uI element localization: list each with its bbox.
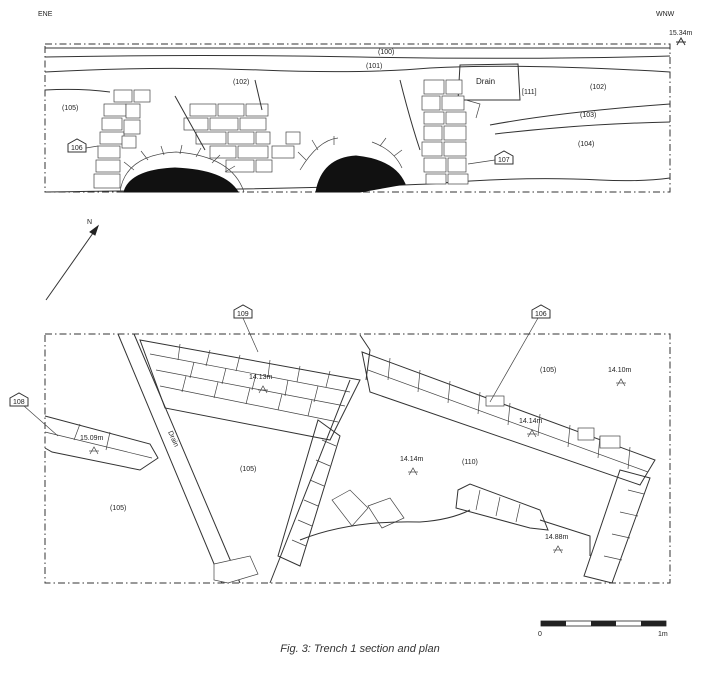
wall-lower <box>455 483 591 556</box>
section-drawing: ENE WNW 15.34m Drain [111] <box>38 11 693 193</box>
layer-102-103 <box>489 103 671 126</box>
scale-start-label: 0 <box>538 631 542 638</box>
plan-cut-line <box>269 379 351 584</box>
wall-face-line <box>174 95 206 151</box>
svg-text:107: 107 <box>498 157 510 164</box>
svg-text:14.88m: 14.88m <box>545 534 569 541</box>
wall-inner <box>277 419 341 567</box>
section-datum-label: 15.34m <box>669 30 693 37</box>
context-103-label: (103) <box>580 112 596 119</box>
plan-context-110: (110) <box>462 459 478 466</box>
datum-marker-icon <box>676 36 686 46</box>
svg-text:106: 106 <box>71 145 83 152</box>
plan-frame <box>44 333 671 584</box>
figure-caption: Fig. 3: Trench 1 section and plan <box>280 643 440 655</box>
svg-text:14.14m: 14.14m <box>400 456 424 463</box>
section-frame <box>44 43 671 193</box>
svg-text:15.09m: 15.09m <box>80 435 104 442</box>
plan-context-105a: (105) <box>540 367 556 374</box>
svg-text:106: 106 <box>535 311 547 318</box>
masonry-107 <box>421 79 481 185</box>
north-label: N <box>87 219 92 226</box>
orientation-wnw: WNW <box>656 11 675 18</box>
wall-108 <box>44 415 159 471</box>
tag-106-section: 106 <box>67 138 99 153</box>
context-102b-label: (102) <box>590 84 606 91</box>
svg-text:14.14m: 14.14m <box>519 418 543 425</box>
level-marker-4: 14.14m <box>400 456 424 476</box>
arch-2 <box>297 136 406 193</box>
plan-drain-label: Drain <box>166 430 179 448</box>
layer-102-105 <box>44 88 111 93</box>
tag-107-section: 107 <box>467 150 514 165</box>
plan-drain-edge-2 <box>133 333 241 584</box>
wall-corner <box>583 469 651 584</box>
svg-text:14.13m: 14.13m <box>249 374 273 381</box>
svg-text:14.10m: 14.10m <box>608 367 632 374</box>
wall-106-plan <box>361 351 656 486</box>
cut-line <box>399 79 421 151</box>
svg-text:108: 108 <box>13 399 25 406</box>
wall-join-line <box>359 334 371 381</box>
context-104-label: (104) <box>578 141 594 148</box>
layer-103-104 <box>494 121 671 135</box>
north-arrow-icon: N <box>45 219 99 301</box>
context-101-label: (101) <box>366 63 382 70</box>
wall-face-line-2 <box>254 79 263 111</box>
scale-bar: 0 1m <box>538 620 668 638</box>
orientation-ene: ENE <box>38 11 53 18</box>
excavation-edge <box>299 509 471 541</box>
level-marker-6: 14.88m <box>545 534 569 554</box>
plan-context-105b: (105) <box>240 466 256 473</box>
plan-drain-edge-1 <box>117 333 223 584</box>
loose-stone-1 <box>331 489 369 527</box>
tag-106-plan: 106 <box>489 304 551 403</box>
context-111-label: [111] <box>522 89 537 96</box>
layer-101-102 <box>44 65 671 73</box>
arch-1 <box>119 144 245 193</box>
plan-context-105c: (105) <box>110 505 126 512</box>
level-marker-2: 14.13m <box>249 374 273 394</box>
masonry-106 <box>93 89 301 189</box>
wall-109 <box>139 339 361 441</box>
svg-text:109: 109 <box>237 311 249 318</box>
layer-100-101 <box>44 55 671 59</box>
tag-108-plan: 108 <box>9 392 59 437</box>
context-100-label: (100) <box>378 49 394 56</box>
loose-stone-3 <box>213 555 259 584</box>
level-marker-1: 15.09m <box>80 435 104 455</box>
level-marker-5: 14.10m <box>608 367 632 387</box>
level-marker-3: 14.14m <box>519 418 543 438</box>
context-102a-label: (102) <box>233 79 249 86</box>
plan-drawing: Drain <box>9 304 671 584</box>
loose-stone-2 <box>367 497 405 529</box>
scale-end-label: 1m <box>658 631 668 638</box>
tag-109-plan: 109 <box>233 304 259 353</box>
context-105-label: (105) <box>62 105 78 112</box>
section-drain-label: Drain <box>476 77 495 86</box>
